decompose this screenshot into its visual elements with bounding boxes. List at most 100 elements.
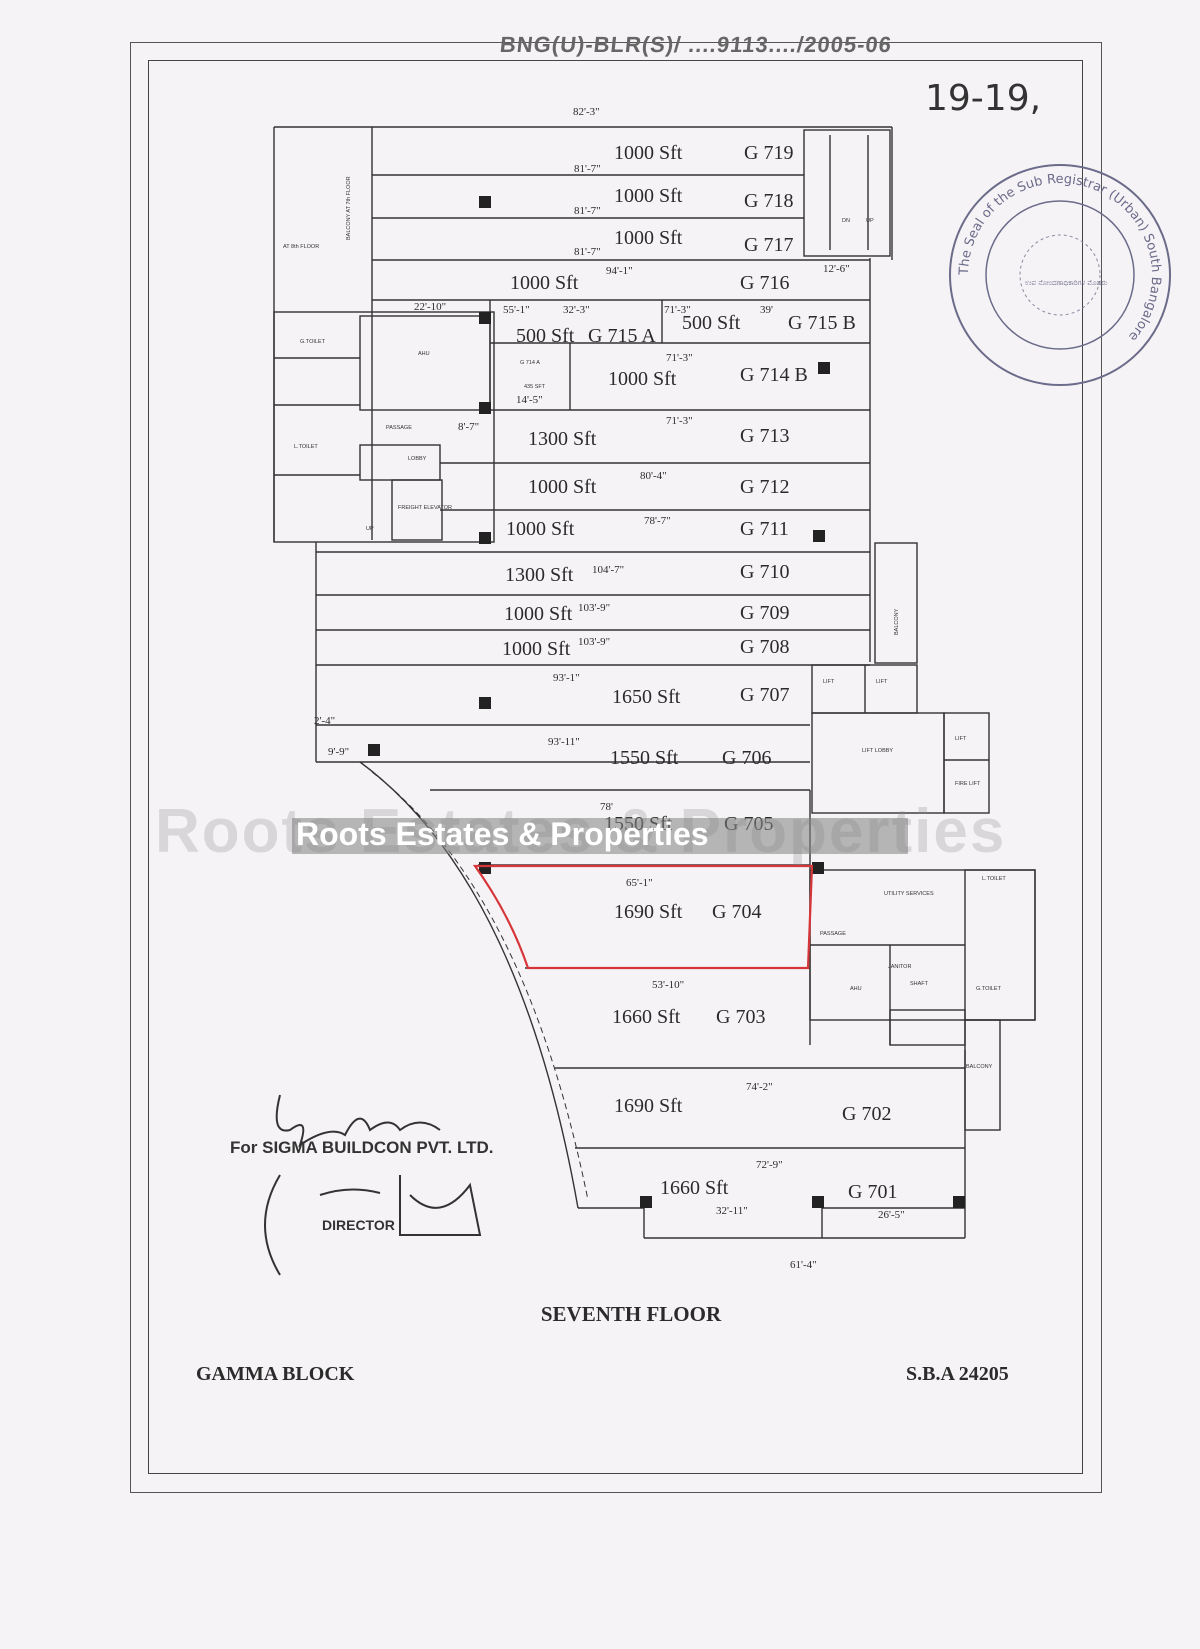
label-g-toilet-left: G.TOILET [300,339,326,345]
dim-2-4: 2'-4" [314,715,335,727]
unit-g704: 65'-1" 1690 Sft G 704 [614,877,761,923]
label-l-toilet-right: L.TOILET [982,876,1006,882]
label-balcony-7th: BALCONY AT 7th FLOOR [346,176,352,240]
unit-g706-dim: 93'-11" [548,736,580,748]
label-ahu-left: AHU [418,351,430,357]
unit-g717-dim: 81'-7" [574,246,601,258]
unit-g705-dim: 78' [600,801,613,813]
unit-g716: 94'-1" 1000 Sft G 716 [510,265,789,294]
dim-top-width: 82'-3" [573,106,600,118]
unit-g707-dim: 93'-1" [553,672,580,684]
sheet-border-inner [148,60,1083,1474]
unit-g715a-area: 500 Sft [516,325,575,347]
floor-title: SEVENTH FLOOR [540,1302,722,1326]
unit-g701-dim2: 32'-11" [716,1205,748,1217]
unit-g712-id: G 712 [740,476,789,498]
unit-g711-area: 1000 Sft [506,518,575,540]
unit-g709: 103'-9" 1000 Sft G 709 [504,602,789,625]
dim-12-6: 12'-6" [823,263,850,275]
unit-g714a: G 714 A 435 SFT 14'-5" [516,360,546,406]
unit-g708: 103'-9" 1000 Sft G 708 [502,636,789,660]
unit-g707-area: 1650 Sft [612,686,681,708]
unit-g717: 81'-7" 1000 Sft G 717 [574,227,793,258]
unit-g714b: 71'-3" 1000 Sft G 714 B [608,352,808,390]
label-lobby: LOBBY [408,456,427,462]
signature-scribble [264,1094,482,1276]
unit-g714b-id: G 714 B [740,364,808,386]
watermark-band [292,818,908,854]
label-g-toilet-right: G.TOILET [976,986,1002,992]
unit-g701-id: G 701 [848,1181,897,1203]
dim-bottom-width: 61'-4" [790,1259,817,1271]
unit-g717-area: 1000 Sft [614,227,683,249]
unit-g718: 81'-7" 1000 Sft G 718 [574,185,793,217]
unit-g719: 81'-7" 1000 Sft G 719 [574,142,793,175]
unit-g702-area: 1690 Sft [614,1095,683,1117]
dim-14-5: 14'-5" [516,394,543,406]
unit-g712-dim: 80'-4" [640,470,667,482]
dim-9-9: 9'-9" [328,746,349,758]
unit-g709-dim: 103'-9" [578,602,610,614]
unit-g703-id: G 703 [716,1006,765,1028]
unit-g714b-dim: 71'-3" [666,352,693,364]
unit-g714a-id: G 714 A [520,360,540,366]
unit-g704-dim: 65'-1" [626,877,653,889]
unit-g706-id: G 706 [722,747,771,769]
label-passage-right: PASSAGE [820,931,846,937]
unit-g715a: 55'-1" 32'-3" 500 Sft G 715 A [503,304,656,347]
unit-g710-id: G 710 [740,561,789,583]
highlight-g704 [472,864,814,970]
unit-g712-area: 1000 Sft [528,476,597,498]
unit-g711: 78'-7" 1000 Sft G 711 [506,515,789,540]
unit-g702-id: G 702 [842,1103,891,1125]
label-utility-services: UTILITY SERVICES [884,891,934,897]
label-at-8th-floor: AT 8th FLOOR [283,244,319,250]
label-up-left: UP [366,526,374,532]
unit-g704-area: 1690 Sft [614,901,683,923]
label-passage-left: PASSAGE [386,425,412,431]
unit-g708-id: G 708 [740,636,789,658]
unit-g715b-area: 500 Sft [682,312,741,334]
unit-g714a-area: 435 SFT [524,384,546,390]
unit-g715b-dim2: 39' [760,304,773,316]
block-name: GAMMA BLOCK [196,1363,355,1385]
unit-g711-dim: 78'-7" [644,515,671,527]
unit-g717-id: G 717 [744,234,793,256]
sheet-border-outer [130,42,1102,1493]
unit-g706-area: 1550 Sft [610,747,679,769]
unit-g719-area: 1000 Sft [614,142,683,164]
label-dn-core: DN [842,218,850,224]
unit-g716-dim: 94'-1" [606,265,633,277]
label-janitor: JANITOR [888,964,911,970]
unit-g716-area: 1000 Sft [510,272,579,294]
unit-g718-dim: 81'-7" [574,205,601,217]
signatory-company: For SIGMA BUILDCON PVT. LTD. [230,1138,494,1157]
unit-g709-area: 1000 Sft [504,603,573,625]
label-lift-3: LIFT [955,736,967,742]
unit-g719-id: G 719 [744,142,793,164]
unit-g715b-dim: 71'-3" [664,304,691,316]
unit-g703-area: 1660 Sft [612,1006,681,1028]
unit-g701-dim3: 26'-5" [878,1209,905,1221]
label-balcony-upper: BALCONY [894,608,900,635]
signatory-title: DIRECTOR [322,1217,395,1233]
label-balcony-lower: BALCONY [966,1064,993,1070]
unit-g716-id: G 716 [740,272,789,294]
dim-22-10: 22'-10" [414,301,446,313]
unit-g713: 71'-3" 1300 Sft G 713 [528,415,789,450]
unit-g702: 74'-2" 1690 Sft G 702 [614,1081,891,1125]
unit-g715b: 71'-3" 39' 500 Sft G 715 B [664,304,856,334]
unit-g719-dim: 81'-7" [574,163,601,175]
unit-g713-dim: 71'-3" [666,415,693,427]
unit-g714b-area: 1000 Sft [608,368,677,390]
unit-g701: 72'-9" 32'-11" 26'-5" 1660 Sft G 701 [660,1159,905,1221]
unit-g703-dim: 53'-10" [652,979,684,991]
unit-g707: 93'-1" 1650 Sft G 707 [553,672,789,708]
unit-g710: 104'-7" 1300 Sft G 710 [505,561,789,586]
unit-g707-id: G 707 [740,684,789,706]
label-shaft: SHAFT [910,981,929,987]
watermark-text: Roots Estates & Properties [296,816,709,852]
unit-g718-id: G 718 [744,190,793,212]
label-l-toilet-left: L.TOILET [294,444,318,450]
